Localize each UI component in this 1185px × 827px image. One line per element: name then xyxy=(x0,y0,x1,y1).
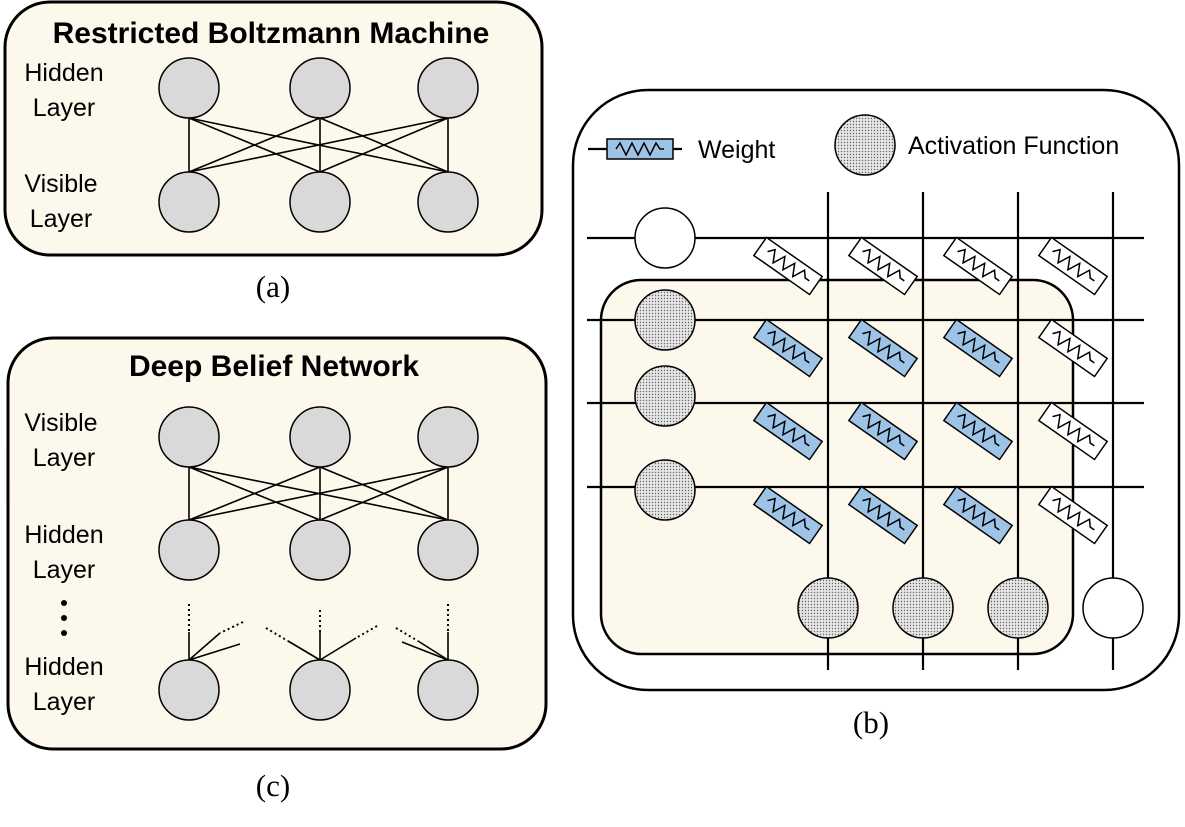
visible-node xyxy=(417,171,479,233)
dashed-edge xyxy=(355,625,378,639)
weight-resistor-blue xyxy=(752,318,824,378)
panel-a-visible-label-line2: Layer xyxy=(30,205,93,233)
dashed-edge xyxy=(265,627,289,642)
panel-c-partial-edges xyxy=(188,604,449,661)
edge xyxy=(188,117,321,173)
edge xyxy=(188,466,321,521)
ellipsis-dot xyxy=(61,615,67,621)
panel-c-hidden2-label-line1: Hidden xyxy=(24,653,103,681)
panel-c-dbn: Deep Belief Network Visible Layer Hidden… xyxy=(6,336,548,751)
edge xyxy=(188,632,221,661)
panel-a-hidden-label-line2: Layer xyxy=(33,94,96,122)
panel-c-visible-label-line2: Layer xyxy=(33,444,96,472)
panel-a-rbm: Restricted Boltzmann Machine Hidden Laye… xyxy=(3,0,544,257)
weight-resistor-blue xyxy=(942,318,1014,378)
weight-resistor-white xyxy=(942,236,1014,296)
panel-c-hidden1-label-line2: Layer xyxy=(33,556,96,584)
weight-resistor-white xyxy=(752,236,824,296)
panel-c-caption: (c) xyxy=(256,768,290,803)
panel-a-edges xyxy=(188,117,449,173)
column-activation-node xyxy=(892,577,954,639)
weight-resistor-white xyxy=(847,236,919,296)
panel-c-edges xyxy=(188,466,449,521)
hidden-node xyxy=(417,519,479,581)
visible-node xyxy=(289,406,351,468)
legend: Weight Activation Function xyxy=(588,114,1119,176)
edge xyxy=(188,117,449,173)
hidden-node xyxy=(289,519,351,581)
hidden-node xyxy=(289,57,351,119)
dashed-edge xyxy=(219,621,244,634)
hidden-node xyxy=(158,519,220,581)
visible-node xyxy=(158,406,220,468)
panel-b-caption: (b) xyxy=(853,705,889,740)
edge xyxy=(188,466,449,521)
edge xyxy=(417,640,449,661)
panel-a-title: Restricted Boltzmann Machine xyxy=(53,17,490,50)
edge xyxy=(188,643,241,661)
legend-weight-icon xyxy=(606,138,674,160)
hidden-node xyxy=(158,659,220,721)
edge xyxy=(319,637,357,661)
weight-resistor-blue xyxy=(847,318,919,378)
weight-resistor-blue xyxy=(847,401,919,461)
legend-weight-label: Weight xyxy=(698,136,775,164)
edge xyxy=(287,640,321,661)
panel-a-visible-label-line1: Visible xyxy=(24,170,97,198)
input-bias-node xyxy=(634,207,696,269)
ellipsis-dot xyxy=(61,630,67,636)
panel-b-inner-region xyxy=(599,278,1075,656)
weight-resistor-blue xyxy=(847,485,919,545)
visible-node xyxy=(289,171,351,233)
weight-resistor-white xyxy=(1037,318,1109,378)
weight-resistor-white xyxy=(1037,401,1109,461)
weight-resistor-blue xyxy=(942,485,1014,545)
panel-c-visible-label-line1: Visible xyxy=(24,409,97,437)
edge xyxy=(319,117,449,173)
edge xyxy=(319,466,449,521)
output-bias-node xyxy=(1082,577,1144,639)
dashed-edge xyxy=(395,627,419,642)
row-activation-node xyxy=(634,289,696,351)
hidden-node xyxy=(158,57,220,119)
panel-a-hidden-label-line1: Hidden xyxy=(24,59,103,87)
ellipsis-dot xyxy=(61,600,67,606)
row-activation-node xyxy=(634,365,696,427)
edge xyxy=(401,641,449,661)
panel-c-hidden1-label-line1: Hidden xyxy=(24,521,103,549)
panel-c-hidden2-label-line2: Layer xyxy=(33,688,96,716)
legend-activation-icon xyxy=(834,114,896,176)
weight-resistor-white xyxy=(1037,485,1109,545)
panel-c-title: Deep Belief Network xyxy=(129,350,419,383)
panel-a-frame xyxy=(3,0,544,257)
hidden-node xyxy=(417,659,479,721)
panel-a-caption: (a) xyxy=(256,269,290,304)
weight-resistor-blue xyxy=(942,401,1014,461)
visible-node xyxy=(158,171,220,233)
panel-b-crossbar: Weight Activation Function xyxy=(571,88,1181,692)
hidden-node xyxy=(417,57,479,119)
weight-resistor-blue xyxy=(752,485,824,545)
row-activation-node xyxy=(634,459,696,521)
legend-activation-label: Activation Function xyxy=(908,132,1119,160)
weight-array xyxy=(752,236,1109,545)
hidden-node xyxy=(289,659,351,721)
weight-resistor-blue xyxy=(752,401,824,461)
column-activation-node xyxy=(987,577,1049,639)
visible-node xyxy=(417,406,479,468)
panel-c-ellipsis xyxy=(61,600,67,636)
weight-resistor-white xyxy=(1037,236,1109,296)
column-activation-node xyxy=(797,577,859,639)
